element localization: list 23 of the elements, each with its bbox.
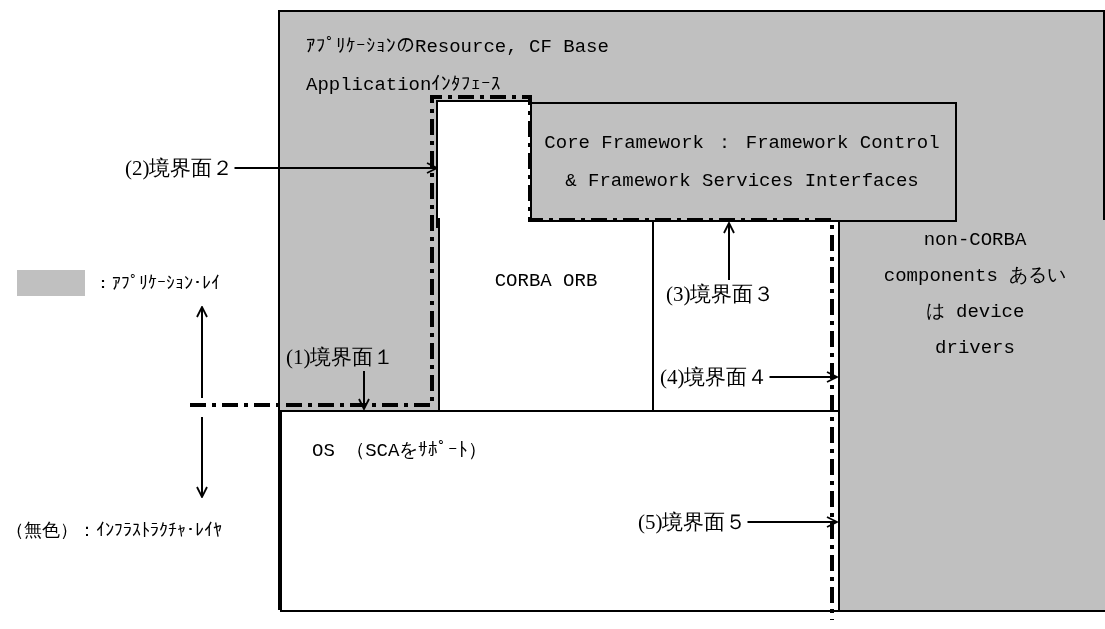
boundary-label: (2)境界面２: [125, 155, 234, 181]
boundary-label: (1)境界面１: [286, 344, 395, 370]
boundary-label: (3)境界面３: [666, 281, 775, 307]
layer-note: （無色）：ｲﾝﾌﾗｽﾄﾗｸﾁｬ･ﾚｲﾔ: [6, 519, 222, 542]
leader-arrow: [746, 516, 838, 528]
boundary-label: (5)境界面５: [638, 509, 747, 535]
component-box: [838, 220, 1105, 612]
leader-arrow: [768, 371, 838, 383]
framework-box: [530, 102, 957, 222]
box-label: OS （SCAをｻﾎﾟｰﾄ）: [312, 439, 489, 464]
box-label: non-CORBA components あるいは device drivers: [882, 228, 1068, 361]
box-label: ｱﾌﾟﾘｹｰｼｮﾝのResource, CF Base Applicationｲﾝﾀﾌｪｰｽ: [306, 35, 610, 98]
leader-arrow: [358, 370, 370, 410]
layer-box: [278, 10, 1105, 610]
os-box: [280, 410, 840, 612]
boundary-label: (4)境界面４: [660, 364, 769, 390]
box-label: Core Framework ： Framework Control & Framework Services Interfaces: [543, 131, 941, 194]
orb-box: [438, 218, 654, 412]
legend-label: ：ｱﾌﾟﾘｹｰｼｮﾝ･ﾚｲ: [94, 272, 220, 295]
blank-box: [652, 220, 840, 412]
leader-arrow: [723, 222, 735, 281]
leader-arrow: [233, 162, 438, 174]
box-label: CORBA ORB: [493, 269, 599, 295]
